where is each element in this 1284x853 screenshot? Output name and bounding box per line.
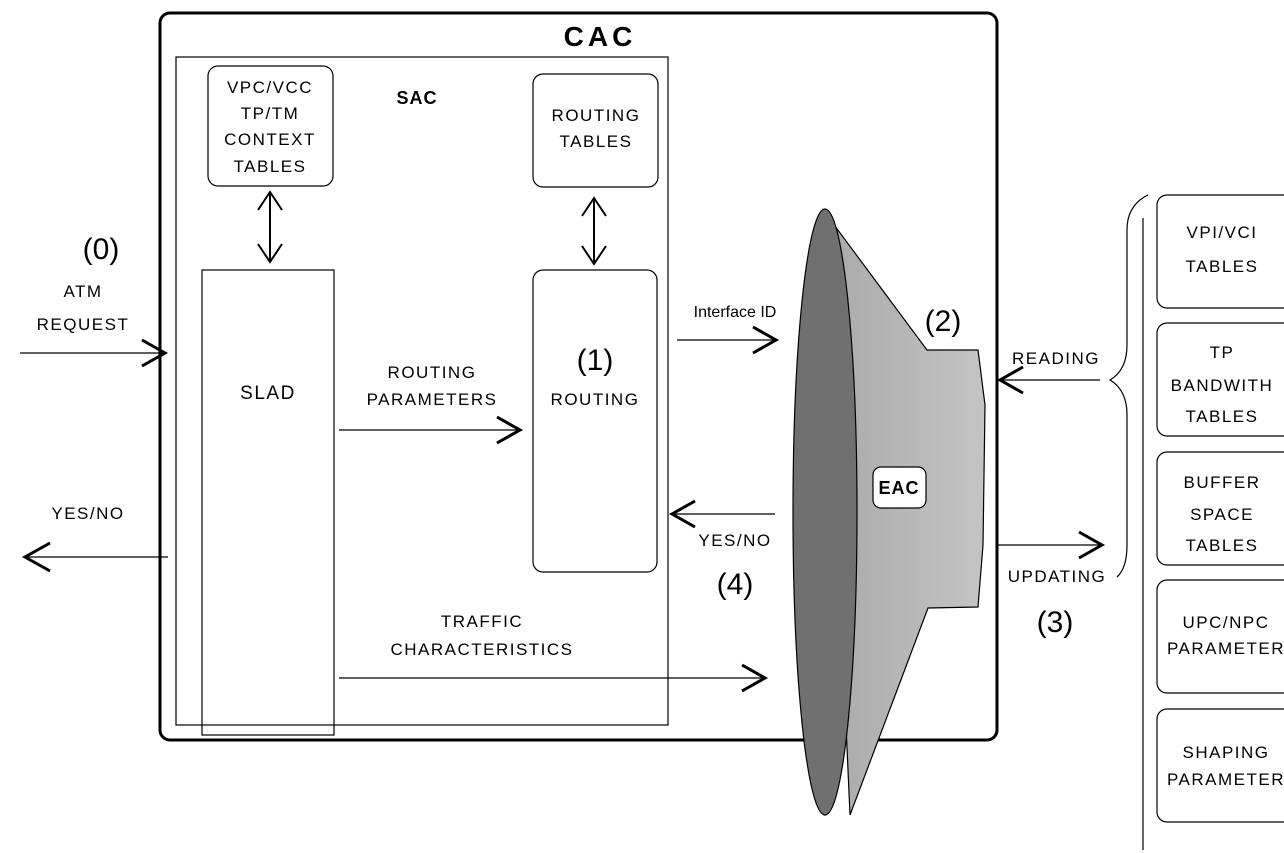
sac-label: SAC <box>396 88 437 108</box>
atm-request-label-2: REQUEST <box>37 315 130 334</box>
yes-no-return-arrow <box>668 499 775 529</box>
table-box-tp-bandwith: TP BANDWITH TABLES <box>1156 322 1284 437</box>
table-label-tp-2: BANDWITH <box>1171 376 1274 395</box>
reading-label: READING <box>1012 349 1100 368</box>
routing-tables-box <box>532 73 659 188</box>
table-box-buffer-space: BUFFER SPACE TABLES <box>1156 451 1284 566</box>
table-label-buffer-3: TABLES <box>1186 536 1259 555</box>
table-box-upc-npc: UPC/NPC PARAMETER <box>1156 579 1284 694</box>
routing-step-number: (1) <box>577 344 614 377</box>
table-label-vpi-vci-2b: TABLES <box>1186 257 1259 276</box>
table-label-tp-1: TP <box>1210 343 1235 362</box>
routing-parameters-label-1: ROUTING <box>388 363 477 382</box>
tables-brace <box>1108 194 1149 578</box>
eac-label-box <box>872 466 927 509</box>
table-label-vpi-vci-1: VPI/VCI <box>1187 223 1258 242</box>
step-4-label: (4) <box>717 568 754 601</box>
context-tables-label-1: VPC/VCC <box>227 78 313 97</box>
routing-block <box>532 269 658 573</box>
traffic-characteristics-arrow <box>339 663 769 693</box>
yes-no-left-label: YES/NO <box>51 504 124 523</box>
interface-id-label: Interface ID <box>694 304 777 321</box>
updating-label: UPDATING <box>1008 567 1107 586</box>
table-label-tp-3: TABLES <box>1186 407 1259 426</box>
cac-outer-box <box>158 11 999 742</box>
cac-title: CAC <box>564 21 637 52</box>
routing-tables-label-1: ROUTING <box>552 106 641 125</box>
traffic-characteristics-label-2: CHARACTERISTICS <box>390 640 573 659</box>
table-label-upc-2: PARAMETER <box>1167 639 1284 658</box>
routing-parameters-arrow <box>339 415 524 445</box>
context-tables-box <box>207 65 334 187</box>
updating-arrow <box>997 530 1106 560</box>
yes-no-right-label: YES/NO <box>698 531 771 550</box>
step-0-label: (0) <box>83 233 120 266</box>
interface-id-arrow <box>677 325 780 355</box>
context-tables-label-3: CONTEXT <box>224 130 316 149</box>
table-box-shaping: SHAPING PARAMETER <box>1156 708 1284 823</box>
routing-double-arrow <box>581 196 607 266</box>
atm-request-arrow <box>20 338 169 368</box>
eac-label: EAC <box>878 478 919 498</box>
table-label-upc-1: UPC/NPC <box>1182 613 1269 632</box>
routing-block-label: ROUTING <box>551 390 640 409</box>
table-label-buffer-1: BUFFER <box>1184 473 1261 492</box>
routing-parameters-label-2: PARAMETERS <box>367 390 498 409</box>
slad-label: SLAD <box>240 383 296 404</box>
routing-tables-label-2: TABLES <box>560 132 633 151</box>
atm-request-label-1: ATM <box>63 282 102 301</box>
context-double-arrow <box>257 190 283 264</box>
table-label-shaping-1: SHAPING <box>1182 743 1269 762</box>
context-tables-label-2: TP/TM <box>241 104 300 123</box>
step-2-label: (2) <box>925 305 962 338</box>
table-label-buffer-2: SPACE <box>1190 505 1254 524</box>
table-box-vpi-vci: VPI/VCI TABLES <box>1156 194 1284 309</box>
slad-box <box>201 269 335 736</box>
eac-cone-body <box>822 208 986 816</box>
context-tables-label-4: TABLES <box>234 157 307 176</box>
sac-box <box>175 56 669 726</box>
table-label-shaping-2: PARAMETER <box>1167 770 1284 789</box>
traffic-characteristics-label-1: TRAFFIC <box>441 612 523 631</box>
yes-no-output-arrow <box>21 541 168 573</box>
step-3-label: (3) <box>1037 606 1074 639</box>
eac-cone-face <box>792 208 858 816</box>
reading-arrow <box>996 365 1100 395</box>
